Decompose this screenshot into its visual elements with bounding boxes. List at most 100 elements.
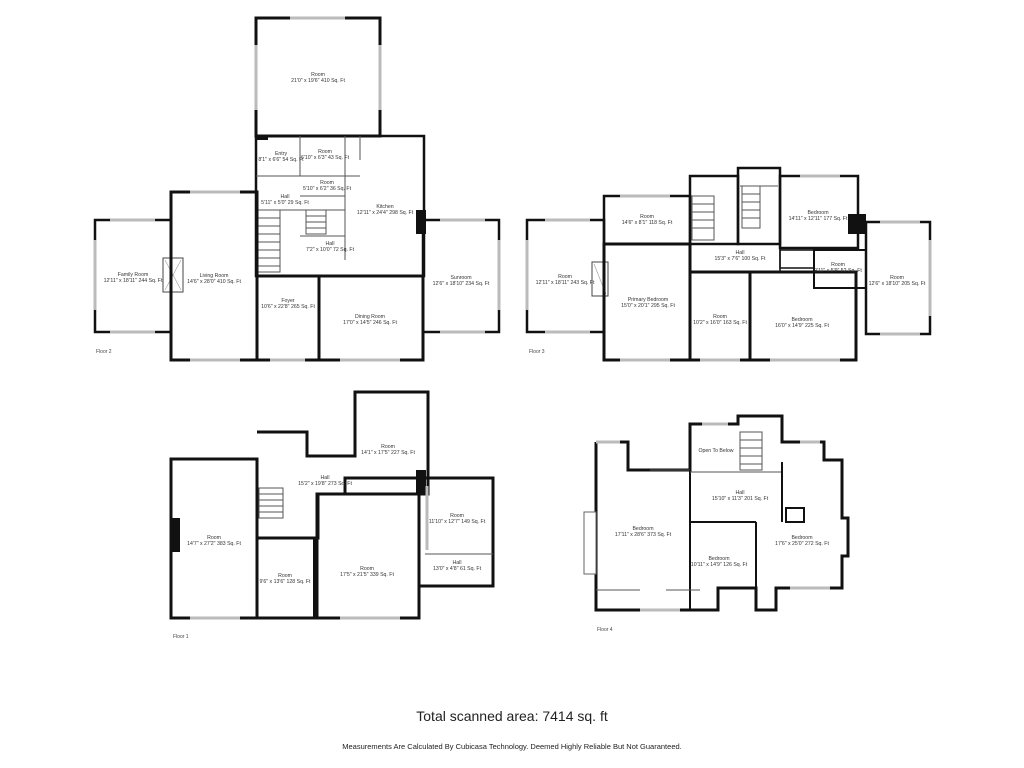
room-label: Room	[318, 149, 332, 155]
room-dimensions: 6'10" x 6'3" 43 Sq. Ft	[301, 155, 350, 161]
room-label: Room	[278, 573, 292, 579]
room-label: Bedroom	[632, 526, 653, 532]
room-label: Dining Room	[355, 314, 385, 320]
room-dimensions: 17'6" x 25'0" 272 Sq. Ft	[775, 541, 829, 547]
measurement-disclaimer: Measurements Are Calculated By Cubicasa …	[342, 742, 682, 751]
room-dimensions: 14'1" x 17'5" 227 Sq. Ft	[361, 450, 415, 456]
room-dimensions: 15'10" x 11'3" 201 Sq. Ft	[712, 496, 769, 502]
room-label: Hall	[321, 475, 330, 481]
room-label: Hall	[453, 560, 462, 566]
floor-label: Floor 2	[96, 349, 112, 355]
room-dimensions: 15'0" x 20'1" 295 Sq. Ft	[621, 303, 675, 309]
room-label: Open To Below	[698, 448, 733, 454]
room-label: Sunroom	[450, 275, 471, 281]
room-dimensions: 14'11" x 12'11" 177 Sq. Ft	[789, 216, 848, 222]
floor-label: Floor 1	[173, 634, 189, 640]
room-label: Hall	[281, 194, 290, 200]
room-label: Room	[207, 535, 221, 541]
room-label: Room	[360, 566, 374, 572]
room-dimensions: 10'6" x 22'8" 265 Sq. Ft	[261, 304, 315, 310]
room-dimensions: 12'6" x 18'10" 205 Sq. Ft	[869, 281, 926, 287]
room-dimensions: 5'10" x 6'2" 36 Sq. Ft	[303, 186, 352, 192]
room-dimensions: 5'11" x 5'0" 29 Sq. Ft	[261, 200, 309, 206]
floor-2-plan	[93, 16, 501, 362]
floor-3-plan	[525, 166, 932, 362]
room-dimensions: 13'0" x 4'8" 61 Sq. Ft	[433, 566, 482, 572]
room-label: Room	[450, 513, 464, 519]
room-dimensions: 12'11" x 18'11" 243 Sq. Ft	[536, 280, 595, 286]
room-dimensions: 14'7" x 27'2" 383 Sq. Ft	[187, 541, 241, 547]
room-label: Hall	[736, 250, 745, 256]
room-dimensions: 17'11" x 28'6" 373 Sq. Ft	[615, 532, 672, 538]
room-label: Family Room	[118, 272, 149, 278]
floor-1-plan	[169, 390, 495, 620]
room-label: Hall	[736, 490, 745, 496]
room-dimensions: 14'6" x 8'1" 118 Sq. Ft	[622, 220, 673, 226]
room-dimensions: 17'0" x 14'5" 246 Sq. Ft	[343, 320, 397, 326]
room-label: Bedroom	[791, 535, 812, 541]
room-dimensions: 12'11" x 18'11" 244 Sq. Ft	[104, 278, 163, 284]
room-label: Room	[640, 214, 654, 220]
room-dimensions: 15'3" x 7'6" 100 Sq. Ft	[715, 256, 766, 262]
room-dimensions: 8'1" x 6'6" 54 Sq. Ft	[258, 157, 304, 163]
room-label: Bedroom	[791, 317, 812, 323]
room-label: Room	[320, 180, 334, 186]
room-label: Foyer	[281, 298, 295, 304]
room-dimensions: 15'2" x 19'8" 273 Sq. Ft	[298, 481, 352, 487]
floor-4-plan	[583, 414, 850, 612]
room-label: Primary Bedroom	[628, 297, 668, 303]
room-label: Entry	[275, 151, 288, 157]
room-dimensions: 10'2" x 16'0" 163 Sq. Ft	[693, 320, 747, 326]
room-label: Room	[381, 444, 395, 450]
room-label: Room	[890, 275, 904, 281]
room-dimensions: 10'11" x 14'9" 126 Sq. Ft	[691, 562, 748, 568]
room-label: Room	[831, 262, 845, 268]
room-label: Room	[311, 72, 325, 78]
svg-text:Open To Below: Open To Below	[698, 448, 733, 454]
room-dimensions: 21'0" x 19'6" 410 Sq. Ft	[291, 78, 345, 84]
floor-label: Floor 3	[529, 349, 545, 355]
total-scanned-area: Total scanned area: 7414 sq. ft	[416, 708, 608, 724]
room-dimensions: 7'2" x 10'0" 72 Sq. Ft	[306, 247, 355, 253]
room-dimensions: 17'5" x 21'5" 339 Sq. Ft	[340, 572, 394, 578]
room-label: Room	[558, 274, 572, 280]
room-label: Bedroom	[807, 210, 828, 216]
room-dimensions: 9'6" x 13'6" 128 Sq. Ft	[260, 579, 311, 585]
room-label: Kitchen	[376, 204, 393, 210]
floor-label: Floor 4	[597, 627, 613, 633]
room-dimensions: 11'10" x 12'7" 149 Sq. Ft	[429, 519, 486, 525]
room-label: Hall	[326, 241, 335, 247]
